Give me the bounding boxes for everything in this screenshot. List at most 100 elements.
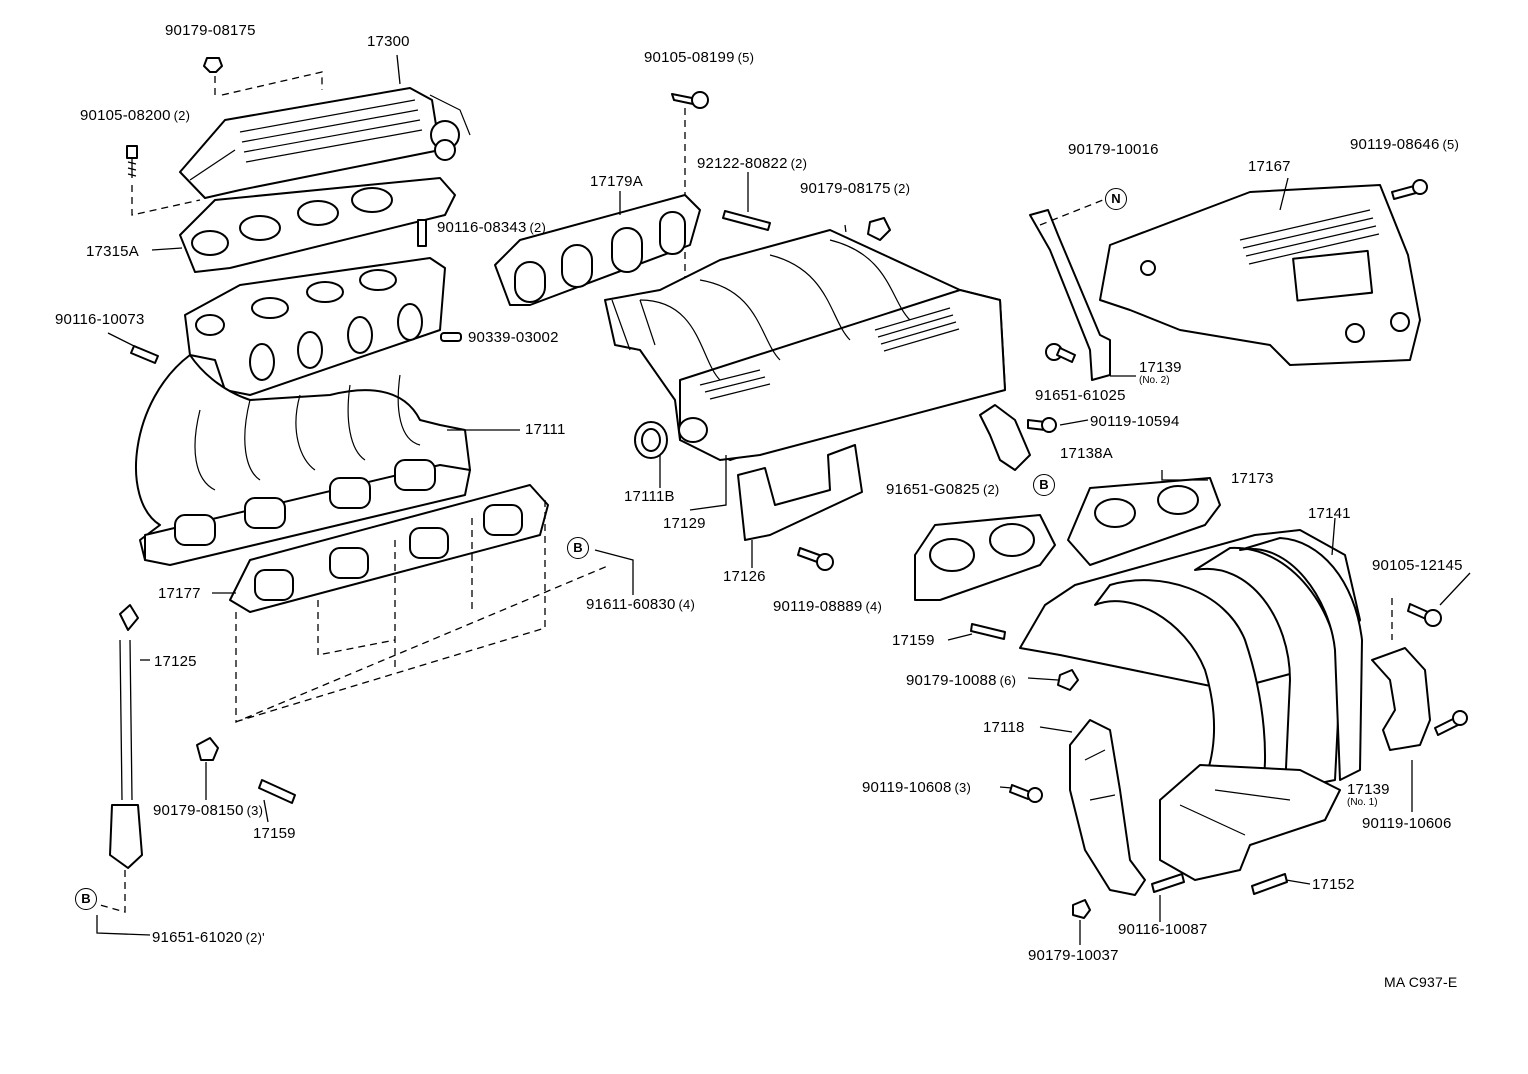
label-90179-10037: 90179-10037 bbox=[1028, 947, 1119, 964]
label-17129: 17129 bbox=[663, 515, 706, 532]
label-qty: (2) bbox=[893, 181, 911, 196]
nut-90179-10088 bbox=[1057, 669, 1079, 691]
intake-plenum bbox=[604, 229, 1006, 461]
label-17118: 17118 bbox=[983, 719, 1025, 736]
bolt-91651-61025 bbox=[1045, 343, 1076, 363]
label-17152: 17152 bbox=[1312, 876, 1355, 893]
callout-b-sensor: B bbox=[75, 888, 97, 910]
label-91651-G0825: 91651-G0825(2) bbox=[886, 481, 999, 498]
bracket-17138A bbox=[979, 404, 1031, 471]
label-17179A: 17179A bbox=[590, 173, 643, 190]
label-17126: 17126 bbox=[723, 568, 766, 585]
pin-90339-03002 bbox=[440, 332, 462, 342]
label-qty: (2)' bbox=[245, 930, 265, 945]
callout-b-bracket: B bbox=[1033, 474, 1055, 496]
label-qty: (2) bbox=[982, 482, 1000, 497]
label-text: 90105-08199 bbox=[644, 49, 735, 66]
stud-90116-10073 bbox=[130, 345, 159, 364]
label-90339-03002: 90339-03002 bbox=[468, 329, 559, 346]
label-text: 91651-G0825 bbox=[886, 481, 980, 498]
heat-insulator-17167 bbox=[1099, 184, 1421, 366]
label-90116-10087: 90116-10087 bbox=[1118, 921, 1208, 938]
label-90119-08646: 90119-08646(5) bbox=[1350, 136, 1459, 153]
callout-b-gasket: B bbox=[567, 537, 589, 559]
label-91651-61020: 91651-61020(2)' bbox=[152, 929, 265, 946]
label-90119-10594: 90119-10594 bbox=[1090, 413, 1180, 430]
stud-90116-08343 bbox=[417, 219, 427, 247]
bolt-90105-08200 bbox=[126, 145, 138, 178]
label-90179-10016: 90179-10016 bbox=[1068, 141, 1159, 158]
label-text: 90119-08646 bbox=[1350, 136, 1440, 153]
exhaust-manifold-17141 bbox=[1019, 529, 1363, 881]
label-text: 90119-08889 bbox=[773, 598, 863, 615]
label-qty: (2) bbox=[529, 220, 547, 235]
label-17138A: 17138A bbox=[1060, 445, 1113, 462]
gasket-17173-b bbox=[1067, 477, 1221, 566]
label-text: 92122-80822 bbox=[697, 155, 788, 172]
plenum-cover-17300 bbox=[179, 87, 471, 199]
nut-90179-10037 bbox=[1072, 899, 1091, 919]
label-90116-10073: 90116-10073 bbox=[55, 311, 145, 328]
label-17167: 17167 bbox=[1248, 158, 1291, 175]
heat-insulator-17118 bbox=[1069, 719, 1146, 896]
label-qty: (6) bbox=[999, 673, 1017, 688]
gasket-17111B bbox=[634, 421, 668, 459]
label-91651-61025: 91651-61025 bbox=[1035, 387, 1126, 404]
label-90116-08343: 90116-08343(2) bbox=[437, 219, 546, 236]
label-text: 90179-08150 bbox=[153, 802, 244, 819]
label-90105-12145: 90105-12145 bbox=[1372, 557, 1463, 574]
label-17300: 17300 bbox=[367, 33, 410, 50]
label-text: 90116-08343 bbox=[437, 219, 527, 236]
label-17111B: 17111B bbox=[624, 488, 675, 505]
gasket-17173-a bbox=[914, 514, 1056, 601]
label-90119-10606: 90119-10606 bbox=[1362, 815, 1452, 832]
bolt-90119-08646 bbox=[1391, 179, 1428, 200]
label-17139-no1: 17139 bbox=[1347, 781, 1390, 798]
label-90105-08200: 90105-08200(2) bbox=[80, 107, 190, 124]
nut-90179-08150 bbox=[196, 737, 219, 761]
diagram-code: MA C937-E bbox=[1384, 974, 1458, 990]
stud-90116-10087 bbox=[1151, 873, 1185, 893]
gasket-17179A bbox=[494, 194, 701, 306]
label-qty: (2) bbox=[173, 108, 191, 123]
label-17173: 17173 bbox=[1231, 470, 1274, 487]
bolt-90105-12145 bbox=[1407, 603, 1442, 627]
label-text: 90119-10608 bbox=[862, 779, 952, 796]
label-90179-08150: 90179-08150(3) bbox=[153, 802, 263, 819]
callout-n: N bbox=[1105, 188, 1127, 210]
label-qty: (3) bbox=[246, 803, 264, 818]
bolt-90119-08889 bbox=[797, 547, 834, 571]
stud-17152 bbox=[1251, 873, 1288, 895]
label-17139-no2: 17139 bbox=[1139, 359, 1182, 376]
sensor-17125 bbox=[109, 604, 143, 869]
label-17159-left: 17159 bbox=[253, 825, 296, 842]
label-qty: (4) bbox=[678, 597, 696, 612]
label-17125: 17125 bbox=[154, 653, 197, 670]
label-qty: (5) bbox=[737, 50, 755, 65]
bolt-90105-08199 bbox=[671, 91, 709, 109]
label-90119-08889: 90119-08889(4) bbox=[773, 598, 882, 615]
label-qty: (2) bbox=[790, 156, 808, 171]
gasket-17315A bbox=[179, 177, 456, 273]
label-text: 91611-60830 bbox=[586, 596, 676, 613]
stud-17159-right bbox=[970, 623, 1006, 640]
label-17111: 17111 bbox=[525, 421, 566, 438]
stud-92122-80822 bbox=[722, 210, 771, 231]
label-qty: (3) bbox=[954, 780, 972, 795]
label-90119-10608: 90119-10608(3) bbox=[862, 779, 971, 796]
label-text: 90179-10088 bbox=[906, 672, 997, 689]
label-90179-08175-top: 90179-08175 bbox=[165, 22, 256, 39]
label-90179-08175-mid: 90179-08175(2) bbox=[800, 180, 910, 197]
bolt-90119-10606 bbox=[1434, 710, 1468, 736]
nut-90179-08175-top bbox=[203, 57, 223, 73]
label-90105-08199: 90105-08199(5) bbox=[644, 49, 754, 66]
manifold-17111 bbox=[135, 257, 471, 566]
label-91611-60830: 91611-60830(4) bbox=[586, 596, 695, 613]
label-90179-10088: 90179-10088(6) bbox=[906, 672, 1016, 689]
label-17315A: 17315A bbox=[86, 243, 139, 260]
label-17159-right: 17159 bbox=[892, 632, 935, 649]
label-17141: 17141 bbox=[1308, 505, 1351, 522]
label-qty: (5) bbox=[1442, 137, 1460, 152]
bolt-90119-10594 bbox=[1027, 417, 1057, 433]
